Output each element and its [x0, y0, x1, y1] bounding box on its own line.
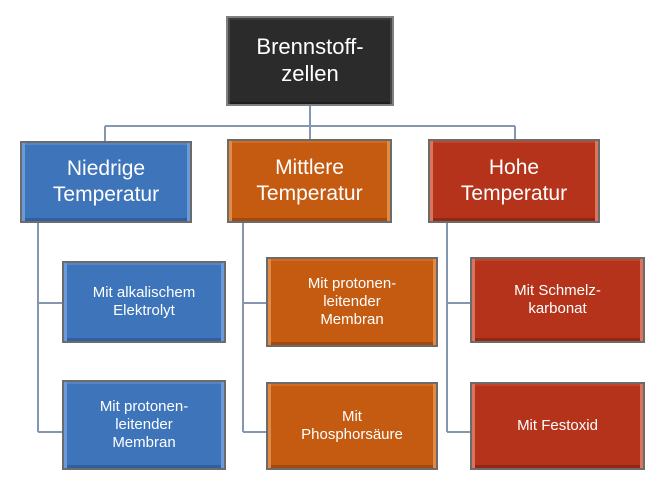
node-branch-mittlere-temperatur[interactable]: Mittlere Temperatur	[227, 139, 392, 223]
node-root-label: Brennstoff- zellen	[256, 34, 364, 86]
node-branch-niedrige-temperatur[interactable]: Niedrige Temperatur	[20, 141, 192, 223]
node-root[interactable]: Brennstoff- zellen	[226, 16, 394, 106]
node-leaf-mit-protonenleitender-membran-niedrig[interactable]: Mit protonen- leitender Membran	[62, 380, 226, 470]
node-leaf-mit-alkalischem-elektrolyt[interactable]: Mit alkalischem Elektrolyt	[62, 261, 226, 343]
node-leaf-label: Mit Festoxid	[517, 416, 598, 434]
node-leaf-mit-protonenleitender-membran-mittel[interactable]: Mit protonen- leitender Membran	[266, 257, 438, 347]
node-leaf-mit-phosphorsaeure[interactable]: Mit Phosphorsäure	[266, 382, 438, 470]
node-leaf-mit-schmelzkarbonat[interactable]: Mit Schmelz- karbonat	[470, 257, 645, 343]
node-branch-label: Hohe Temperatur	[460, 156, 568, 205]
node-leaf-label: Mit protonen- leitender Membran	[307, 274, 397, 329]
node-branch-hohe-temperatur[interactable]: Hohe Temperatur	[428, 139, 600, 223]
node-leaf-label: Mit Schmelz- karbonat	[514, 281, 601, 317]
node-branch-label: Mittlere Temperatur	[256, 156, 363, 205]
node-leaf-mit-festoxid[interactable]: Mit Festoxid	[470, 382, 645, 470]
node-leaf-label: Mit protonen- leitender Membran	[99, 397, 189, 452]
node-leaf-label: Mit Phosphorsäure	[301, 407, 403, 443]
node-leaf-label: Mit alkalischem Elektrolyt	[92, 283, 196, 319]
node-branch-label: Niedrige Temperatur	[52, 157, 160, 206]
